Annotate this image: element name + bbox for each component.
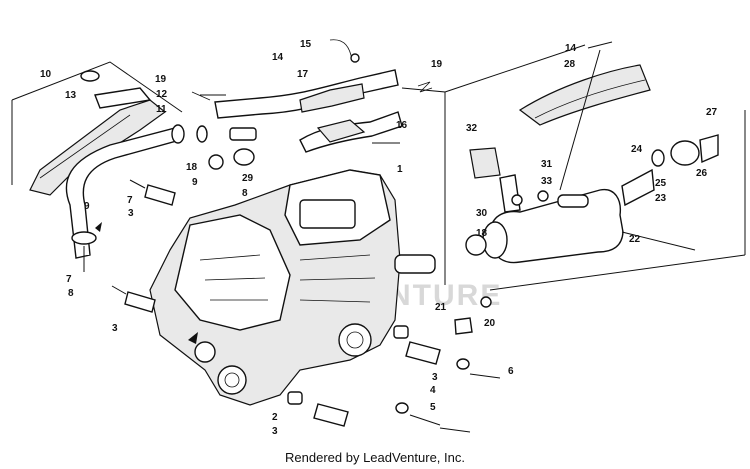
callout-23: 23 [655,193,667,204]
callout-18: 18 [186,162,198,173]
callout-2: 2 [272,412,278,423]
callout-20: 20 [484,318,496,329]
callout-24: 24 [631,144,643,155]
callout-5: 5 [430,402,436,413]
diagram-canvas: VENTURE [11,39,746,437]
callout-3: 3 [128,208,134,219]
callout-19: 19 [431,59,443,70]
callout-27: 27 [706,107,718,118]
callout-21: 21 [435,302,447,313]
callout-10: 10 [40,69,52,80]
callout-14: 14 [272,52,284,63]
engine-assembly [149,169,436,406]
callout-8: 8 [242,188,248,199]
callout-17: 17 [297,69,309,80]
arrow-icon [95,222,102,232]
muffler-group [444,41,746,335]
callout-labels: 1 2 3 3 3 3 4 5 6 7 7 8 8 9 9 10 11 12 1… [40,39,718,437]
callout-28: 28 [564,59,576,70]
callout-25: 25 [655,178,667,189]
callout-3: 3 [272,426,278,437]
callout-6: 6 [508,366,514,377]
header-pipe [65,124,185,272]
callout-30: 30 [476,208,488,219]
callout-33: 33 [541,176,553,187]
callout-9: 9 [192,177,198,188]
callout-29: 29 [242,173,254,184]
callout-15: 15 [300,39,312,50]
callout-14: 14 [565,43,577,54]
engine-mounts [111,179,501,433]
callout-31: 31 [541,159,553,170]
callout-9: 9 [84,201,90,212]
callout-8: 8 [68,288,74,299]
arrow-icon [188,332,198,344]
callout-18: 18 [476,228,488,239]
callout-7: 7 [66,274,72,285]
callout-19: 19 [155,74,167,85]
callout-3: 3 [112,323,118,334]
callout-26: 26 [696,168,708,179]
callout-32: 32 [466,123,478,134]
callout-16: 16 [396,120,408,131]
callout-22: 22 [629,234,641,245]
callout-3: 3 [432,372,438,383]
callout-11: 11 [156,104,167,115]
callout-13: 13 [65,90,77,101]
heat-shield-group [11,61,183,196]
callout-4: 4 [430,385,436,396]
callout-1: 1 [397,164,403,175]
footer-credit: Rendered by LeadVenture, Inc. [285,450,465,465]
callout-12: 12 [156,89,168,100]
callout-7: 7 [127,195,133,206]
